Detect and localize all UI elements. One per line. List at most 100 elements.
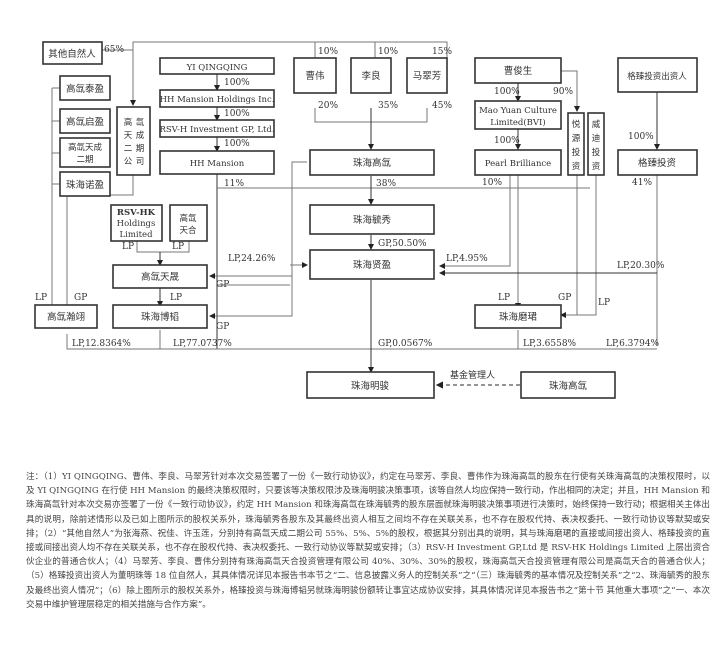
svg-text:天: 天 xyxy=(124,131,133,141)
node-gaoxun-tianhe: 高氙 天合 xyxy=(169,204,208,242)
svg-text:二: 二 xyxy=(124,144,133,154)
svg-text:Pearl Brilliance: Pearl Brilliance xyxy=(485,159,551,169)
node-gaoxun-tiansheng: 高氙天晟 xyxy=(112,264,208,289)
label-gezhen-inv-to-gezhen: 100% xyxy=(628,132,654,142)
svg-text:高氙: 高氙 xyxy=(179,213,197,224)
svg-text:曹伟: 曹伟 xyxy=(305,70,324,82)
node-cao-junsheng: 曹俊生 xyxy=(474,57,562,84)
label-yuxiu-gp: GP,50.50% xyxy=(378,239,427,249)
label-rsvhk-lp: LP xyxy=(122,242,134,252)
label-pearl-to-yuxiu: 10% xyxy=(482,178,502,188)
label-holdings-to-rsv: 100% xyxy=(224,109,250,119)
label-mojun-share: LP,3.6558% xyxy=(523,339,577,349)
svg-text:源: 源 xyxy=(572,134,581,144)
svg-text:RSV-H Investment GP, Ltd.: RSV-H Investment GP, Ltd. xyxy=(159,125,274,135)
node-gaoxun-taiying: 高氙泰盈 xyxy=(59,75,111,101)
node-yi-qingqing: YI QINGQING xyxy=(159,57,275,75)
node-mao-yuan: Mao Yuan Culture Limited(BVI) xyxy=(474,100,562,130)
edge-weida-to-mojun xyxy=(577,175,597,316)
svg-text:HH Mansion Holdings Inc.: HH Mansion Holdings Inc. xyxy=(160,95,275,105)
label-gezhen-to-yuxiu: 41% xyxy=(632,178,652,188)
svg-text:成: 成 xyxy=(136,130,145,141)
label-ma-cuifang-top: 15% xyxy=(432,47,452,57)
svg-text:珠海高氙: 珠海高氙 xyxy=(353,157,392,169)
svg-text:期: 期 xyxy=(136,144,145,154)
label-gaoxun-to-yuxiu: 38% xyxy=(376,179,396,189)
label-xianying-share: GP,0.0567% xyxy=(378,339,433,349)
node-gaoxun-tiancheng-phase2: 高氙天成 二期 xyxy=(59,137,111,168)
node-zhuhai-xianying: 珠海贤盈 xyxy=(309,249,435,280)
svg-text:Limited(BVI): Limited(BVI) xyxy=(490,117,545,128)
label-li-liang-to-gaoxun: 35% xyxy=(378,101,398,111)
left-funds-bracket xyxy=(51,87,60,308)
svg-text:珠海高氙: 珠海高氙 xyxy=(549,380,588,392)
edge-gaoxun-gp-bowen xyxy=(209,161,307,319)
edge-labels: 65% 100% 100% 100% 11% 10% 10% 15% 20% 3… xyxy=(35,45,665,381)
node-other-natural-persons: 其他自然人 xyxy=(42,41,103,65)
label-li-liang-top: 10% xyxy=(378,47,398,57)
label-gezhen-share: LP,6.3794% xyxy=(606,339,660,349)
label-mojun-lp: LP xyxy=(498,293,510,303)
node-zhuhai-bowen: 珠海博韬 xyxy=(112,304,208,329)
label-tiansheng-gp: GP xyxy=(216,280,229,290)
svg-text:Limited: Limited xyxy=(119,230,153,240)
svg-text:高氙天成: 高氙天成 xyxy=(68,142,103,153)
label-hanyi-share: LP,12.8364% xyxy=(72,339,131,349)
svg-text:格臻投资出资人: 格臻投资出资人 xyxy=(627,71,687,82)
node-hh-mansion: HH Mansion xyxy=(159,150,275,175)
node-rsv-hk-holdings: RSV-HK Holdings Limited xyxy=(110,204,163,242)
svg-text:珠海明骏: 珠海明骏 xyxy=(351,380,390,392)
svg-text:其他自然人: 其他自然人 xyxy=(48,48,96,60)
svg-text:李良: 李良 xyxy=(361,70,381,82)
label-tianhe-lp: LP xyxy=(172,242,184,252)
label-tiansheng-to-bowen-lp: LP xyxy=(170,293,182,303)
svg-text:珠海博韬: 珠海博韬 xyxy=(141,311,179,323)
svg-text:威: 威 xyxy=(592,119,601,130)
svg-text:迪: 迪 xyxy=(592,133,601,144)
svg-text:珠海磨珺: 珠海磨珺 xyxy=(499,311,538,323)
connectors xyxy=(49,41,660,389)
edge-bottom-stubs xyxy=(159,330,519,349)
svg-text:悦: 悦 xyxy=(572,119,581,130)
node-cao-wei: 曹伟 xyxy=(293,57,337,94)
footnote: 注：（1）YI QINGQING、曹伟、李良、马翠芳针对本次交易签署了一份《一致… xyxy=(26,470,710,612)
svg-text:珠海贤盈: 珠海贤盈 xyxy=(353,259,392,271)
svg-text:二期: 二期 xyxy=(76,155,93,165)
label-other-to-company: 65% xyxy=(104,45,124,55)
label-mojun-gp: GP xyxy=(558,293,571,303)
svg-text:曹俊生: 曹俊生 xyxy=(504,65,533,77)
label-hanyi-gp: GP xyxy=(74,293,87,303)
label-fund-manager: 基金管理人 xyxy=(450,369,495,381)
label-cao-wei-to-gaoxun: 20% xyxy=(318,101,338,111)
label-lp-2030: LP,20.30% xyxy=(617,261,665,271)
node-zhuhai-mojun: 珠海磨珺 xyxy=(474,304,562,329)
svg-text:高氙启盈: 高氙启盈 xyxy=(66,116,105,128)
svg-text:氙: 氙 xyxy=(136,117,145,128)
edge-rsvhk-tianhe-bus xyxy=(136,241,190,253)
label-cao-wei-top: 10% xyxy=(318,47,338,57)
edge-cao-to-yueyuan xyxy=(561,70,580,112)
svg-text:格臻投资: 格臻投资 xyxy=(638,157,677,169)
footnote-paragraph: 注：（1）YI QINGQING、曹伟、李良、马翠芳针对本次交易签署了一份《一致… xyxy=(26,472,710,610)
node-zhuhai-yuxiu: 珠海毓秀 xyxy=(309,204,435,235)
node-gezhen-investors: 格臻投资出资人 xyxy=(617,57,698,93)
node-yueyuan-investment: 悦 源 投 资 xyxy=(567,112,585,176)
node-gaoxun-hanyi: 高氙瀚翊 xyxy=(34,304,98,329)
label-bowen-share: LP,77.0737% xyxy=(173,339,232,349)
node-zhuhai-gaoxun: 珠海高氙 xyxy=(309,149,435,176)
node-rsv-h-investment: RSV-H Investment GP, Ltd. xyxy=(159,119,275,138)
node-gaoxun-tiancheng-phase2-company: 高 氙 天 成 二 期 公 司 xyxy=(116,106,151,176)
svg-text:马翠芳: 马翠芳 xyxy=(413,70,442,82)
svg-text:珠海诺盈: 珠海诺盈 xyxy=(66,179,105,191)
svg-text:珠海毓秀: 珠海毓秀 xyxy=(353,214,392,226)
label-mojun-lp2: LP xyxy=(598,298,610,308)
label-lp-495: LP,4.95% xyxy=(446,254,488,264)
node-gaoxun-qiying: 高氙启盈 xyxy=(59,108,111,134)
svg-text:Mao Yuan Culture: Mao Yuan Culture xyxy=(479,106,557,116)
node-zhuhai-mingjun: 珠海明骏 xyxy=(306,371,435,399)
svg-text:资: 资 xyxy=(592,161,601,172)
node-gezhen-investment: 格臻投资 xyxy=(617,149,698,176)
label-lp-24: LP,24.26% xyxy=(228,254,276,264)
svg-text:Holdings: Holdings xyxy=(117,219,156,229)
node-weida-investment: 威 迪 投 资 xyxy=(587,112,605,176)
